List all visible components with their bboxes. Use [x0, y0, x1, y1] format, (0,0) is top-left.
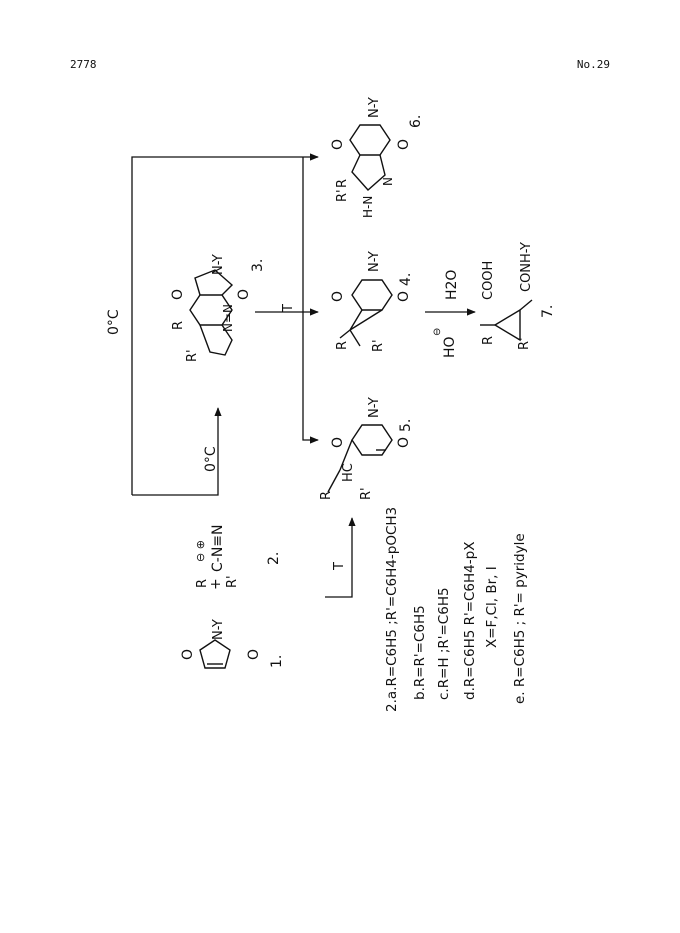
- heat-label-bottom: T: [332, 562, 347, 571]
- svg-text:O: O: [330, 437, 346, 448]
- substituent-list: 2.a.R=C6H5 ;R'=C6H4-pOCH3 b.R=R'=C6H5 c.…: [384, 507, 528, 712]
- reagent-h2o: H2O: [444, 270, 460, 300]
- arrow-heat-to-5: [325, 517, 356, 598]
- compound-5: O O N-Y HC R R' 5.: [319, 397, 414, 500]
- svg-text:O: O: [396, 139, 412, 150]
- substituent-d-x: X=F,Cl, Br, I: [484, 566, 500, 648]
- substituent-b: b.R=R'=C6H5: [412, 605, 428, 700]
- svg-text:HC: HC: [341, 463, 356, 482]
- connector-6-5: [302, 157, 319, 444]
- arrow-network: [131, 153, 476, 598]
- svg-text:N-Y: N-Y: [367, 97, 382, 118]
- svg-text:R: R: [171, 321, 186, 330]
- temp-label-top: 0°C: [106, 309, 122, 335]
- svg-text:R: R: [481, 336, 496, 345]
- reagent-ho: HO: [442, 336, 458, 358]
- compound-3: O O N-Y R' R N=N 3.: [170, 254, 266, 362]
- svg-text:N-Y: N-Y: [367, 251, 382, 272]
- svg-text:R': R': [359, 487, 374, 500]
- journal-number: No.29: [576, 58, 610, 71]
- svg-text:R: R: [335, 179, 350, 188]
- svg-text:R': R': [185, 349, 200, 362]
- svg-text:C-N≡N: C-N≡N: [210, 524, 226, 572]
- substituent-d: d.R=C6H5 R'=C6H4-pX: [462, 542, 478, 700]
- svg-text:⊖: ⊖: [432, 328, 443, 336]
- substituent-e: e. R=C6H5 ; R'= pyridyle: [512, 533, 528, 704]
- svg-text:O: O: [396, 437, 412, 448]
- svg-text:O: O: [236, 289, 252, 300]
- svg-text:R: R: [335, 341, 350, 350]
- arrow-to-6: [131, 153, 319, 495]
- svg-text:R: R: [319, 491, 334, 500]
- svg-text:N: N: [381, 177, 395, 186]
- substituent-c: c.R=H ;R'=C6H5: [436, 587, 452, 700]
- compound-6-label: 6.: [408, 115, 424, 128]
- heat-label-top: T: [281, 304, 296, 313]
- scheme-labels: 0°C 0°C T T: [106, 304, 347, 571]
- svg-text:O: O: [330, 139, 346, 150]
- svg-text:CONH-Y: CONH-Y: [519, 242, 534, 292]
- compound-1: O O N-Y 1.: [180, 619, 285, 669]
- svg-text:R': R': [371, 339, 386, 352]
- svg-text:O: O: [330, 291, 346, 302]
- plus-sign: +: [208, 578, 224, 590]
- svg-text:N-Y: N-Y: [211, 254, 226, 275]
- svg-text:R': R': [335, 189, 350, 202]
- compound-7: R R' COOH CONH-Y 7.: [480, 242, 556, 350]
- compound-5-label: 5.: [398, 419, 414, 432]
- compound-6: O O N-Y R R' H-N N 6.: [330, 97, 424, 218]
- svg-text:R: R: [195, 579, 210, 588]
- temp-label-mid: 0°C: [203, 446, 219, 472]
- svg-text:⊖ ⊕: ⊖ ⊕: [194, 540, 207, 562]
- compound-4-label: 4.: [398, 273, 414, 286]
- compound-2-label: 2.: [266, 552, 282, 565]
- arrow-to-3: [132, 407, 222, 496]
- svg-text:H-N: H-N: [361, 196, 375, 218]
- svg-text:N-Y: N-Y: [367, 397, 382, 418]
- svg-text:O: O: [170, 289, 186, 300]
- svg-text:R': R': [225, 575, 240, 588]
- svg-text:N=N: N=N: [221, 304, 235, 332]
- svg-text:COOH: COOH: [481, 261, 496, 300]
- svg-text:R': R': [517, 337, 532, 350]
- compound-2: R R' C-N≡N ⊖ ⊕ 2.: [194, 524, 282, 588]
- svg-text:N-Y: N-Y: [211, 619, 226, 640]
- substituent-a: 2.a.R=C6H5 ;R'=C6H4-pOCH3: [384, 507, 400, 712]
- compound-4: O O N-Y R R' 4.: [330, 251, 414, 352]
- compound-3-label: 3.: [250, 259, 266, 272]
- compound-1-label: 1.: [269, 655, 285, 668]
- svg-text:O: O: [396, 291, 412, 302]
- svg-text:O: O: [246, 649, 262, 660]
- page-number: 2778: [70, 58, 97, 71]
- svg-text:O: O: [180, 649, 196, 660]
- compound-7-label: 7.: [540, 305, 556, 318]
